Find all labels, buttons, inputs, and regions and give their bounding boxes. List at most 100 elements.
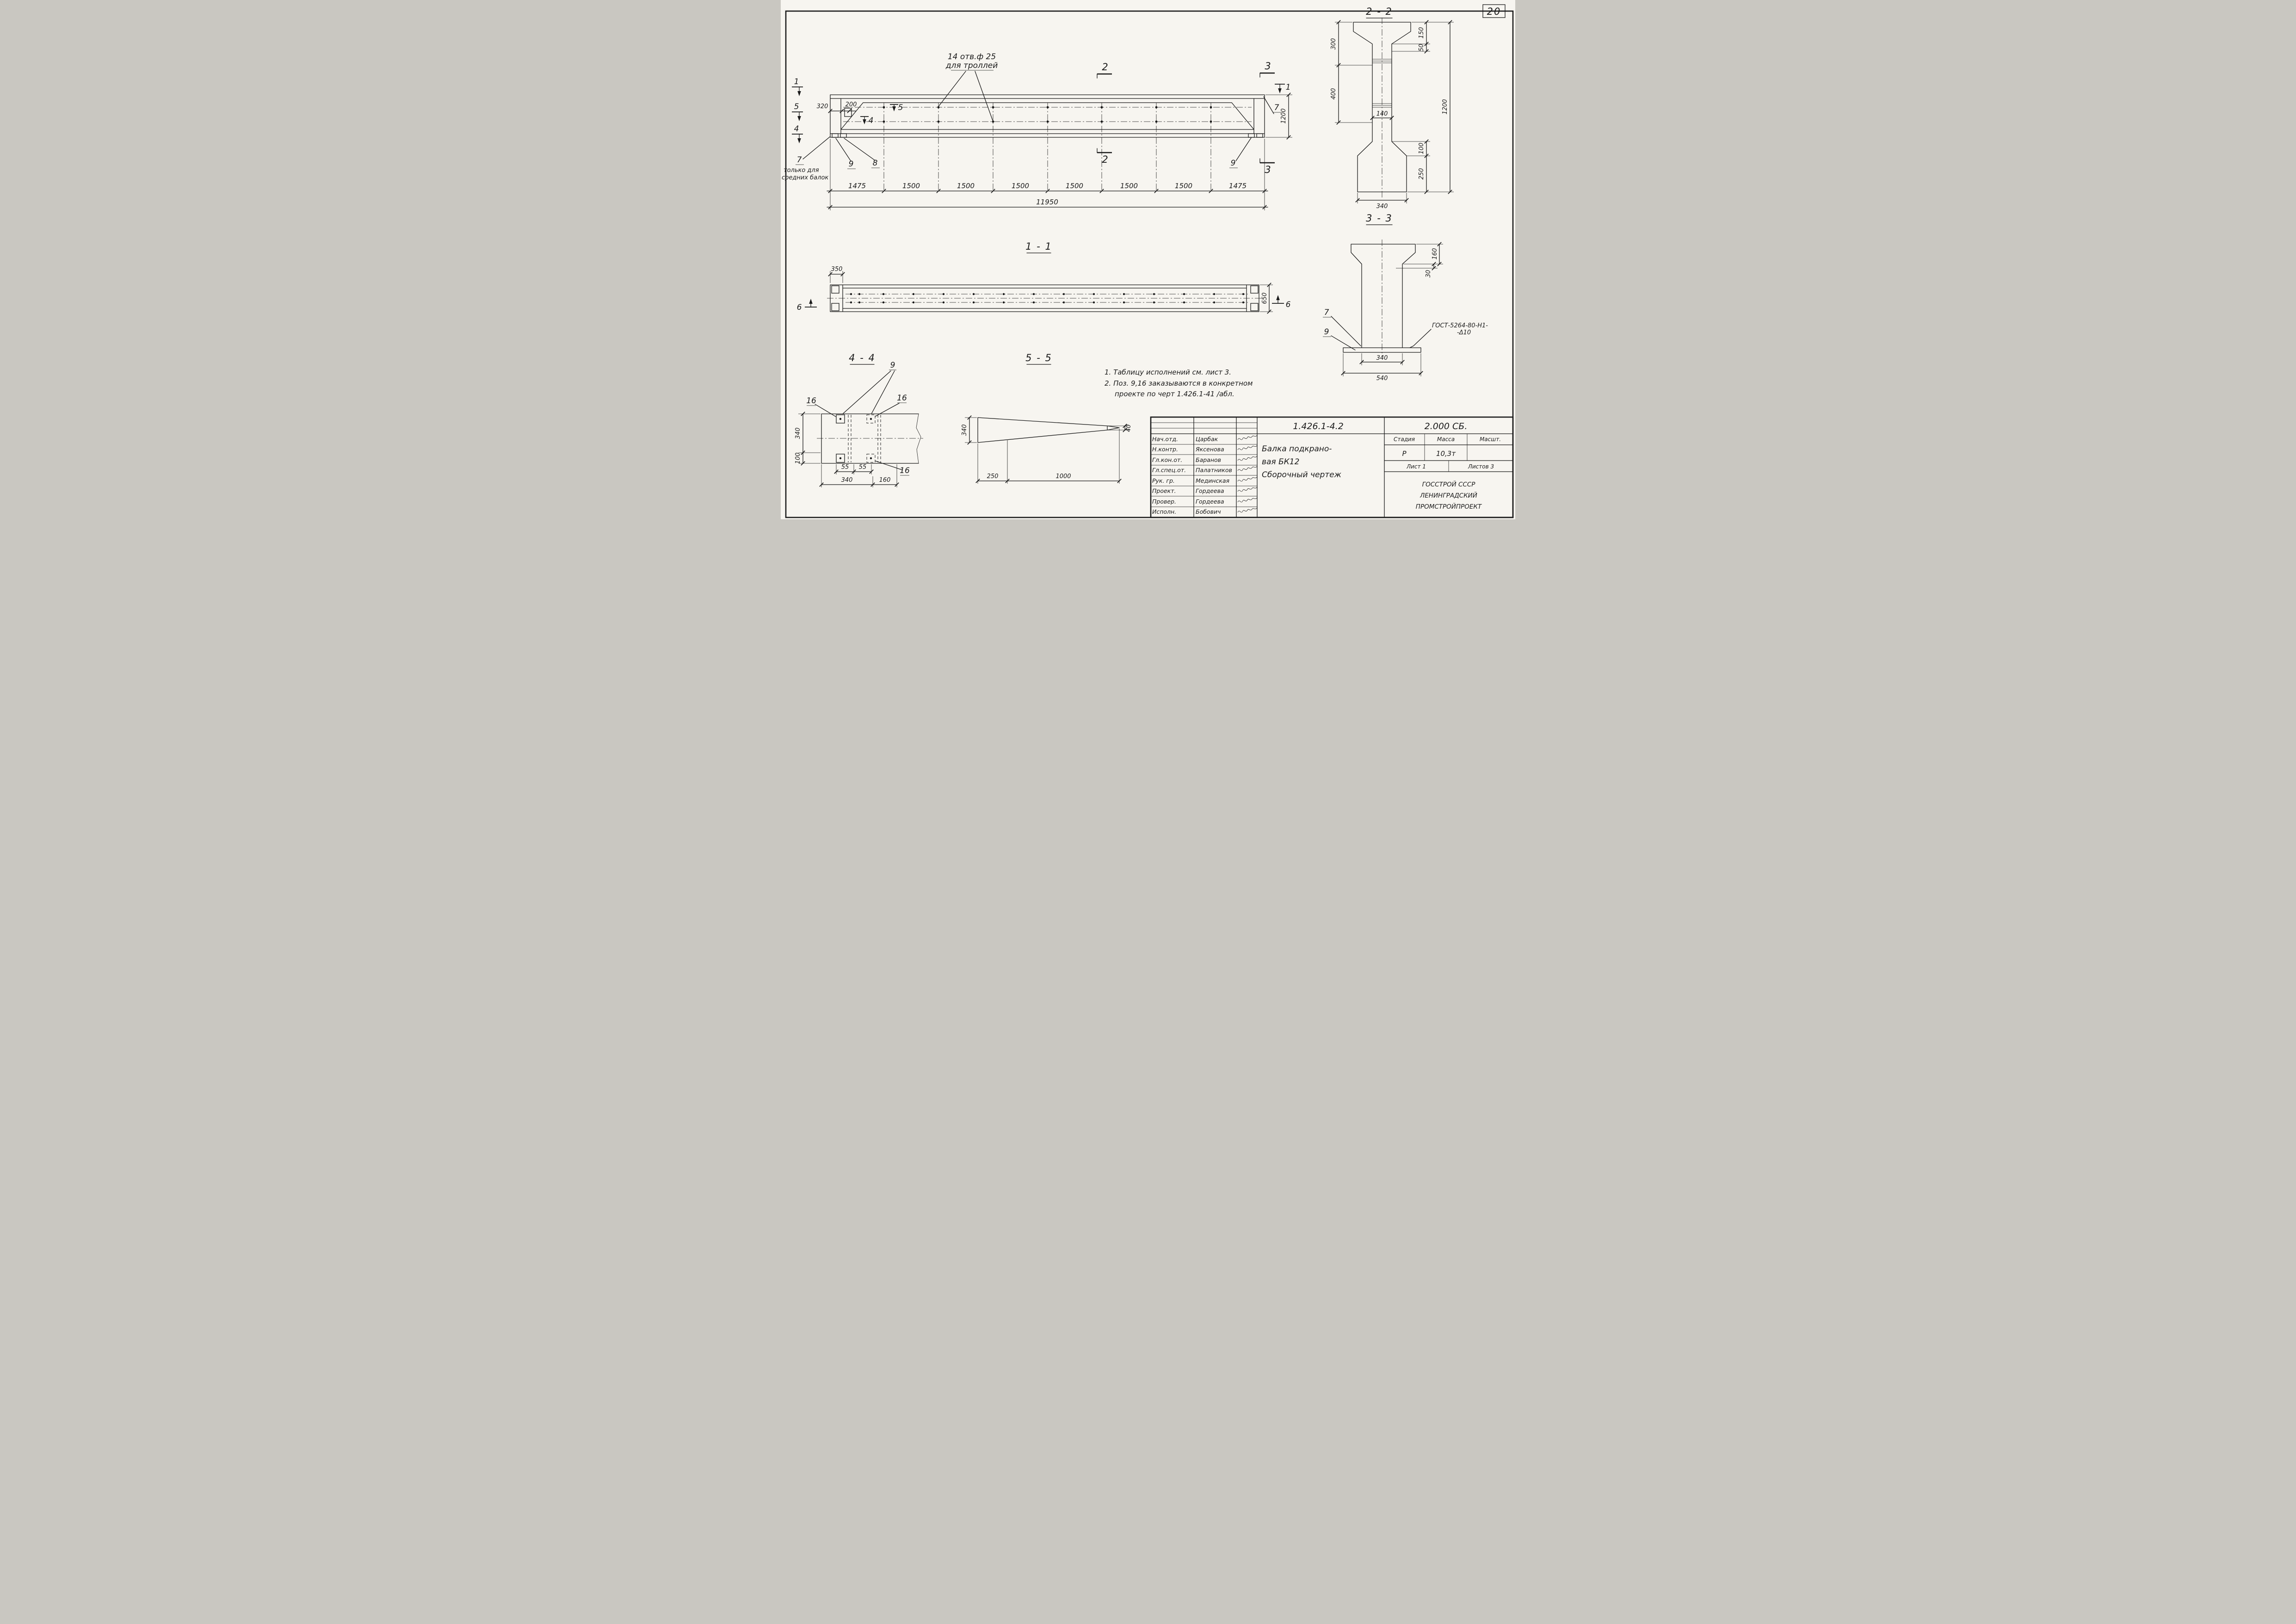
svg-text:5: 5 [794,102,799,111]
signature-rows: Нач.отд. Царбак Н.контр. Яксенова Гл.кон… [1152,435,1258,515]
part-label-7-right: 7 [1263,96,1281,114]
svg-text:160: 160 [1432,248,1438,260]
name: Палатников [1196,467,1232,474]
view-marker-5: 5 [792,102,803,121]
name: Гордеева [1196,498,1224,505]
svg-text:160: 160 [879,477,891,484]
role: Нач.отд. [1152,436,1178,443]
role: Н.контр. [1152,446,1178,453]
main-elevation-view: 14 отв.ф 25 для троллей 1 5 4 1 5 4 [782,52,1292,210]
section-title: 2 - 2 [1366,6,1393,17]
weld-note: ГОСТ-5264-80-Н1- -Δ10 [1409,322,1488,348]
svg-text:4: 4 [794,124,799,134]
svg-text:16: 16 [806,396,816,406]
drawing-canvas: 20 14 отв.ф 25 для троллей 1 5 4 [782,4,1514,518]
part-label-7: 7 [1323,308,1361,346]
footnote: средних балок [782,174,828,181]
section-1-1: 1 - 1 350 650 6 6 [797,241,1291,314]
svg-text:200: 200 [846,101,857,108]
svg-text:9: 9 [1324,327,1329,337]
section-cut-2: 2 2 [1097,62,1112,165]
svg-text:7: 7 [1324,308,1329,317]
svg-text:30: 30 [1425,270,1432,278]
dim-1200-right: 1200 [1265,92,1292,140]
svg-text:340: 340 [1376,355,1388,362]
title-block: 1.426.1-4.2 2.000 СБ. Нач.отд. Царбак Н.… [1150,416,1514,518]
sheet-count: Листов 3 [1468,463,1494,470]
part-label-16-a: 16 [806,396,836,417]
svg-text:ЛЕНИНГРАДСКИЙ: ЛЕНИНГРАДСКИЙ [1420,491,1477,499]
view-marker-1-right: 1 [1275,83,1290,93]
part-label-9-left: 9 [835,138,856,169]
svg-text:50: 50 [1418,44,1425,52]
section-2-2: 2 - 2 300 400 150 50 100 250 1200 140 34… [1330,6,1454,210]
svg-text:320: 320 [817,103,828,110]
svg-text:55: 55 [841,464,849,471]
svg-text:1475: 1475 [848,182,866,190]
svg-text:540: 540 [1376,375,1388,382]
svg-text:400: 400 [1330,88,1337,100]
name: Царбак [1196,436,1218,443]
section-title: 1 - 1 [1025,241,1052,252]
mass-value: 10,3т [1436,449,1456,458]
part-label-9: 9 [842,361,896,414]
svg-text:Балка подкрано-: Балка подкрано- [1262,444,1332,454]
svg-text:150: 150 [1418,27,1425,39]
svg-text:6: 6 [797,303,802,312]
section-4-4: 4 - 4 9 16 16 16 [795,352,923,487]
svg-text:340: 340 [841,477,853,484]
view-marker-6-left: 6 [797,299,817,312]
svg-text:1500: 1500 [1012,182,1029,190]
view-marker-4-inner: 4 [860,116,873,125]
part-label-7-left: 7 только для средних балок [782,136,830,181]
svg-text:300: 300 [1330,38,1337,50]
part-label-16-b: 16 [875,394,907,417]
stage-mass-scale: Стадия Масса Масшт. Р 10,3т [1394,436,1501,458]
svg-text:55: 55 [859,464,867,471]
svg-text:650: 650 [1261,293,1268,304]
svg-text:1500: 1500 [957,182,975,190]
footnote: только для [784,167,819,174]
drawing-title: Балка подкрано- вая БК12 Сборочный черте… [1262,444,1342,480]
section-title: 5 - 5 [1025,352,1052,363]
svg-text:340: 340 [795,428,802,439]
doc-number: 1.426.1-4.2 [1293,421,1344,431]
dim-320-200: 320 200 [817,101,857,114]
svg-text:ГОССТРОЙ СССР: ГОССТРОЙ СССР [1422,480,1476,488]
section-3-3: 3 - 3 160 30 340 540 7 9 ГОСТ-5264-80-Н1… [1323,213,1488,382]
role: Рук. гр. [1152,477,1175,484]
svg-text:7: 7 [797,155,802,165]
svg-text:340: 340 [1376,203,1388,210]
svg-text:140: 140 [1376,111,1388,117]
svg-text:5: 5 [898,103,903,112]
view-marker-4: 4 [792,124,803,143]
part-label-9: 9 [1323,327,1356,351]
section-title: 4 - 4 [849,352,876,363]
svg-text:40: 40 [1125,424,1132,432]
page-frame: 20 [785,4,1514,518]
sheet-number: Лист 1 [1406,463,1426,470]
sheet-info: Лист 1 Листов 3 [1406,463,1494,470]
role: Провер. [1152,498,1176,505]
page-number: 20 [1487,6,1501,17]
svg-text:100: 100 [795,453,802,464]
note-line: 1. Таблицу исполнений см. лист 3. [1105,368,1231,376]
svg-text:250: 250 [1418,168,1425,180]
name: Гордеева [1196,487,1224,494]
svg-text:1500: 1500 [902,182,920,190]
svg-text:1500: 1500 [1175,182,1192,190]
svg-text:9: 9 [1231,159,1236,168]
drawing-sheet: 20 14 отв.ф 25 для троллей 1 5 4 [781,0,1515,519]
note-line: 2. Поз. 9,16 заказываются в конкретном [1105,379,1253,388]
svg-text:1475: 1475 [1229,182,1247,190]
holes-callout: для троллей [945,61,998,70]
svg-text:350: 350 [831,266,843,273]
dim-chain: 1475 1500 1500 1500 1500 1500 1500 1475 … [827,139,1268,210]
svg-text:340: 340 [961,424,968,436]
stage-value: Р [1402,449,1407,458]
scale-header: Масшт. [1480,436,1501,443]
stage-header: Стадия [1394,436,1415,443]
notes: 1. Таблицу исполнений см. лист 3. 2. Поз… [1105,368,1253,398]
role: Проект. [1152,487,1176,494]
name: Мединская [1196,477,1229,484]
